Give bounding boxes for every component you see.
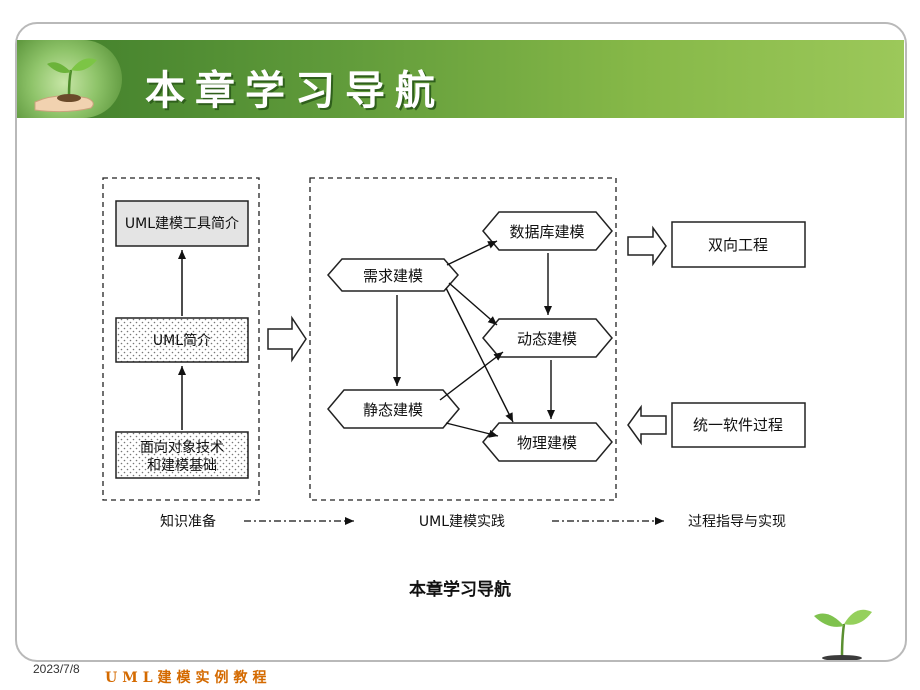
node-rup-label: 统一软件过程 [693, 416, 783, 434]
block-arrow-to-roundtrip [627, 225, 667, 267]
slide-title: 本章学习导航 [145, 67, 445, 114]
node-rup-box [671, 402, 806, 448]
node-oo-basics-label-1: 面向对象技术 [140, 440, 224, 456]
node-roundtrip-box [671, 221, 806, 268]
node-uml-intro-label: UML简介 [153, 332, 211, 349]
block-arrow-prep-to-practice [267, 315, 307, 363]
node-requirements-hex [327, 258, 459, 292]
node-physical-label: 物理建模 [517, 434, 577, 452]
stage-label-practice: UML建模实践 [419, 514, 505, 530]
arrow-static-to-physical [445, 422, 499, 438]
knowledge-prep-group [102, 177, 260, 501]
node-uml-intro-box [115, 317, 249, 363]
stage-label-prep: 知识准备 [160, 513, 216, 530]
stage-label-process: 过程指导与实现 [688, 514, 786, 530]
node-requirements-label: 需求建模 [363, 267, 423, 285]
node-oo-basics-box [115, 431, 249, 479]
node-physical-hex [482, 422, 613, 462]
node-database-hex [482, 211, 613, 251]
sprout-decoration [814, 609, 872, 660]
footer-course-title: UML建模实例教程 [105, 670, 272, 686]
uml-practice-group [309, 177, 617, 501]
title-banner [17, 40, 904, 118]
arrow-static-to-dynamic [439, 351, 504, 401]
diagram-caption: 本章学习导航 [409, 580, 511, 600]
node-static-label: 静态建模 [363, 401, 423, 419]
node-uml-tools-box [115, 200, 249, 247]
block-arrow-from-rup [627, 404, 667, 446]
node-roundtrip-label: 双向工程 [708, 236, 768, 254]
node-uml-tools-label: UML建模工具简介 [125, 215, 239, 232]
node-oo-basics-label-2: 和建模基础 [147, 457, 217, 474]
arrow-requirements-to-dynamic [448, 282, 498, 326]
node-static-hex [327, 389, 460, 429]
node-database-label: 数据库建模 [509, 223, 584, 241]
arrow-requirements-to-database [446, 240, 498, 266]
sprout-hand-logo [17, 40, 122, 118]
footer-date: 2023/7/8 [33, 662, 80, 676]
arrow-requirements-to-physical [445, 287, 514, 423]
node-dynamic-label: 动态建模 [517, 330, 577, 348]
